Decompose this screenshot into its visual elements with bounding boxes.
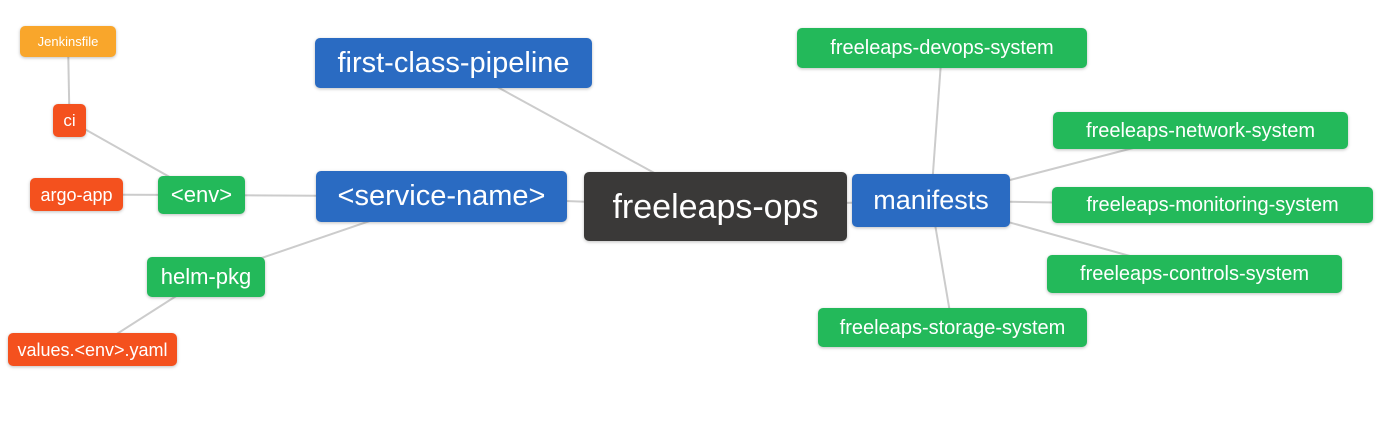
node-freeleaps-monitoring-system[interactable]: freeleaps-monitoring-system	[1052, 187, 1373, 223]
node-first-class-pipeline[interactable]: first-class-pipeline	[315, 38, 592, 88]
node-ci[interactable]: ci	[53, 104, 86, 137]
node-helm-pkg[interactable]: helm-pkg	[147, 257, 265, 297]
node-jenkinsfile[interactable]: Jenkinsfile	[20, 26, 116, 57]
node-freeleaps-devops-system[interactable]: freeleaps-devops-system	[797, 28, 1087, 68]
node-argo-app[interactable]: argo-app	[30, 178, 123, 211]
node-values-env-yaml[interactable]: values.<env>.yaml	[8, 333, 177, 366]
node-freeleaps-storage-system[interactable]: freeleaps-storage-system	[818, 308, 1087, 347]
node-freeleaps-ops[interactable]: freeleaps-ops	[584, 172, 847, 241]
node-env[interactable]: <env>	[158, 176, 245, 214]
node-freeleaps-controls-system[interactable]: freeleaps-controls-system	[1047, 255, 1342, 293]
node-freeleaps-network-system[interactable]: freeleaps-network-system	[1053, 112, 1348, 149]
node-manifests[interactable]: manifests	[852, 174, 1010, 227]
node-service-name[interactable]: <service-name>	[316, 171, 567, 222]
